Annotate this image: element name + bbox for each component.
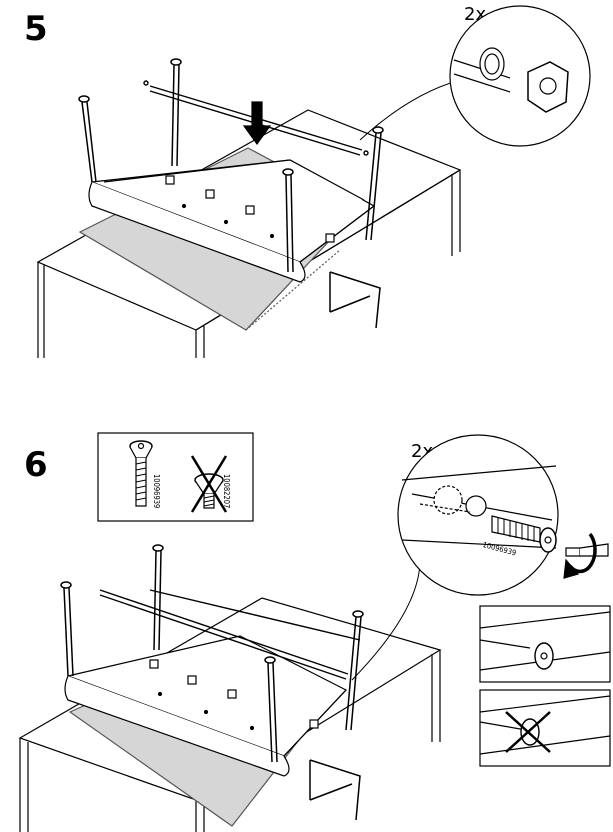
step-5-illustration <box>36 5 591 358</box>
correct-screw-icon <box>129 440 153 507</box>
correct-part-code: 10096939 <box>152 474 161 509</box>
arrow-down-icon <box>242 101 272 146</box>
wrong-screw-icon <box>190 455 228 513</box>
wrong-part-code: 10082207 <box>222 474 231 509</box>
check-panel-wrong <box>479 689 611 767</box>
screw-detail <box>491 515 557 553</box>
step-5-detail <box>449 5 591 147</box>
step-6-illustration <box>18 434 611 832</box>
rotate-clockwise-icon <box>563 532 597 579</box>
parts-box <box>97 432 254 522</box>
cross-out-icon <box>505 711 551 753</box>
step-6-frame <box>64 635 347 777</box>
step-6-detail <box>397 434 609 596</box>
step-5-frame <box>88 159 376 283</box>
step-5-legs <box>78 58 384 329</box>
allen-key-detail <box>565 543 609 557</box>
check-panel-correct <box>479 605 611 683</box>
step-6-number: 6 <box>24 445 48 485</box>
step-6-legs <box>60 544 364 821</box>
step-5-number: 5 <box>24 9 48 49</box>
step-6-rods <box>99 589 361 680</box>
